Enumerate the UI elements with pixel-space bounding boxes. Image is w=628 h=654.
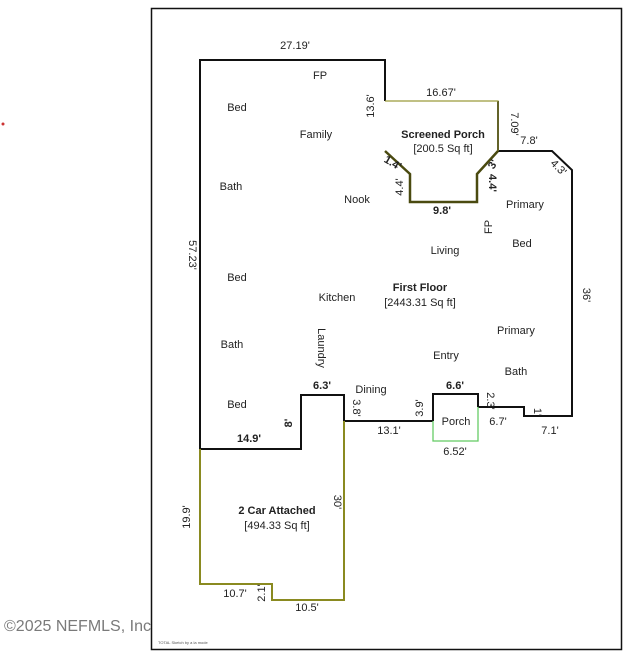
- dim-porch-right: 7.09': [508, 112, 520, 136]
- dim-dining-v: 3.8': [350, 399, 362, 416]
- room-laundry: Laundry: [315, 328, 327, 368]
- dim-right-chamfer: 4.3': [548, 157, 569, 178]
- garage-outline: [199, 421, 345, 601]
- room-entry: Entry: [433, 350, 459, 362]
- screened-porch-outline: [385, 100, 499, 151]
- screened-porch-name: Screened Porch: [401, 129, 485, 141]
- stray-dot: [1, 122, 5, 126]
- room-fp-right: FP: [483, 220, 495, 234]
- room-kitchen: Kitchen: [319, 292, 356, 304]
- dim-top: 27.19': [280, 40, 310, 52]
- room-bath-1: Bath: [220, 181, 243, 193]
- dim-right: 36': [580, 288, 592, 302]
- first-floor-area: [2443.31 Sq ft]: [384, 297, 456, 309]
- dim-step-top: 6.3': [313, 380, 331, 392]
- dim-left: 57.23': [186, 240, 198, 270]
- room-bath-2: Bath: [221, 339, 244, 351]
- page-frame: [150, 7, 623, 651]
- dim-porch-chamfer-left: 1.4': [382, 154, 404, 174]
- dim-porch-inner-left: 4.4': [394, 178, 406, 195]
- room-family: Family: [300, 129, 333, 141]
- footer-note: TOTAL Sketch by a la mode: [158, 640, 209, 645]
- dim-porch2-left-v: 3.9': [414, 399, 426, 416]
- room-fp-top: FP: [313, 70, 327, 82]
- room-bed-1: Bed: [227, 102, 247, 114]
- dim-porch2-right-side: 6.7': [489, 416, 506, 428]
- dim-garage-bottom-left: 10.7': [223, 588, 247, 600]
- dim-porch-bottom: 9.8': [433, 205, 451, 217]
- dim-step-v: 8': [283, 418, 295, 427]
- garage-name: 2 Car Attached: [238, 505, 315, 517]
- dim-porch2-bottom: 6.52': [443, 446, 467, 458]
- room-bed-primary: Bed: [512, 238, 532, 250]
- dim-garage-bottom: 10.5': [295, 602, 319, 614]
- watermark: ©2025 NEFMLS, Inc: [4, 618, 151, 635]
- dim-bottom-mid: 13.1': [377, 425, 401, 437]
- screened-porch-area: [200.5 Sq ft]: [413, 143, 472, 155]
- dim-porch-top: 16.67': [426, 87, 456, 99]
- room-bath-3: Bath: [505, 366, 528, 378]
- porch-top-wall: [432, 393, 479, 421]
- porch-name: Porch: [442, 416, 471, 428]
- dim-porch-chamfer-right: 3': [486, 157, 501, 171]
- dim-porch2-right-v: 2.3': [484, 392, 496, 409]
- dim-porch-inner-right: 4.4': [486, 174, 498, 192]
- first-floor-outline-right: [478, 101, 573, 417]
- dim-garage-left: 19.9': [181, 505, 193, 529]
- room-bed-2: Bed: [227, 272, 247, 284]
- room-living: Living: [431, 245, 460, 257]
- screened-porch-inner-wall: [384, 150, 499, 204]
- dim-left-bottom: 14.9': [237, 433, 261, 445]
- room-dining: Dining: [355, 384, 386, 396]
- dim-right-bottom: 7.1': [541, 425, 558, 437]
- first-floor-name: First Floor: [393, 282, 448, 294]
- room-nook: Nook: [344, 194, 370, 206]
- room-primary-1: Primary: [506, 199, 544, 211]
- dim-garage-notch: 2.1': [256, 584, 268, 601]
- dim-garage-right: 30': [331, 495, 343, 509]
- dim-porch-left: 13.6': [365, 94, 377, 118]
- dim-porch2-top: 6.6': [446, 380, 464, 392]
- dim-right-top: 7.8': [520, 135, 537, 147]
- room-bed-3: Bed: [227, 399, 247, 411]
- first-floor-outline: [199, 59, 433, 450]
- dim-notch: 1': [531, 408, 543, 416]
- room-primary-2: Primary: [497, 325, 535, 337]
- garage-area: [494.33 Sq ft]: [244, 520, 309, 532]
